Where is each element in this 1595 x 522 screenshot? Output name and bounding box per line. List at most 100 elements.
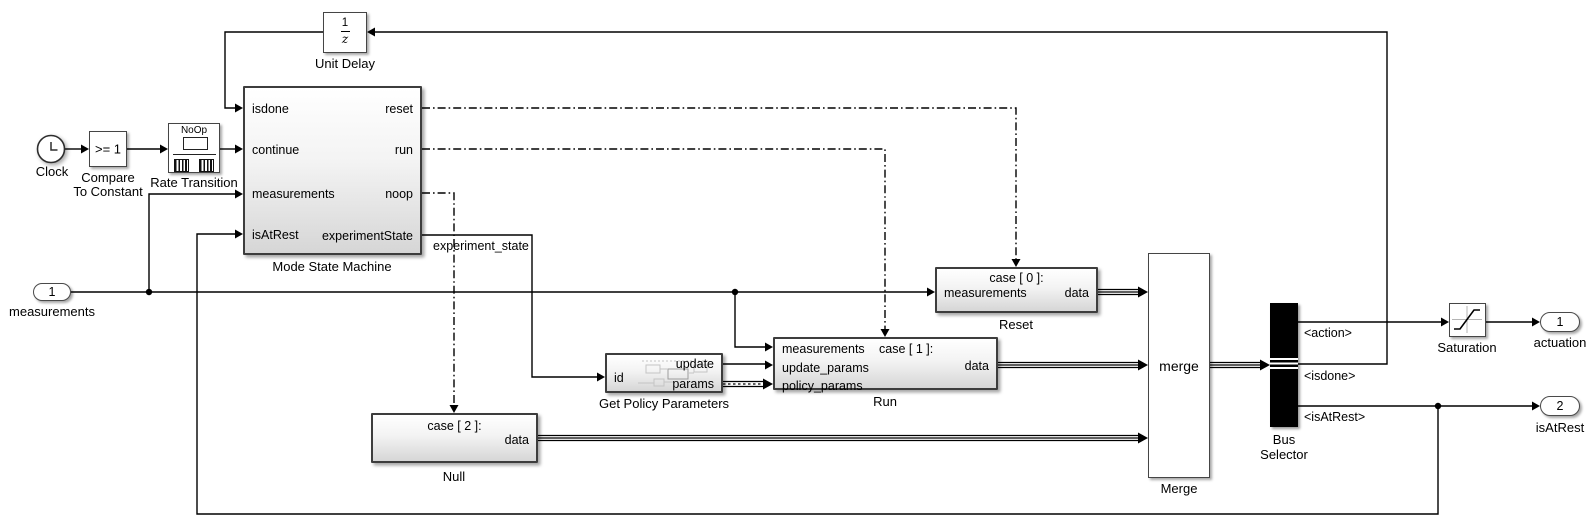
block-saturation[interactable] [1449, 303, 1486, 337]
saturation-label: Saturation [1437, 340, 1497, 355]
reset-outport-data: data [1064, 286, 1089, 300]
mode-state-machine-label: Mode State Machine [272, 259, 392, 274]
block-run[interactable]: measurements case [ 1 ]: update_params p… [773, 337, 998, 393]
msm-outport-noop: noop [385, 187, 413, 201]
wire-update-to-run[interactable] [723, 360, 773, 370]
wire-measurements-branch-to-msm[interactable] [148, 189, 243, 293]
gpp-outport-update: update [675, 357, 714, 371]
inport-measurements[interactable]: 1 [33, 283, 71, 301]
merge-text: merge [1159, 357, 1199, 374]
bus-selector-label-line1: Bus [1272, 432, 1296, 447]
block-get-policy-parameters[interactable]: id update params [605, 353, 723, 393]
rate-transition-buffer-icon [183, 137, 208, 150]
unit-delay-denominator: z [341, 32, 349, 47]
block-reset[interactable]: case [ 0 ]: measurements data [935, 267, 1098, 313]
block-rate-transition[interactable]: NoOp [168, 123, 220, 173]
wire-clock-to-compare[interactable] [65, 144, 89, 154]
gpp-inport-id: id [614, 371, 624, 385]
compare-label-line1: Compare [81, 170, 135, 185]
null-case-label: case [ 2 ]: [427, 419, 482, 433]
outport-actuation[interactable]: 1 [1540, 312, 1580, 332]
outport-isatrest[interactable]: 2 [1540, 396, 1580, 416]
outport-actuation-number: 1 [1556, 315, 1564, 329]
unit-delay-label: Unit Delay [315, 56, 375, 71]
null-label: Null [442, 469, 466, 484]
reset-case-label: case [ 0 ]: [989, 271, 1044, 285]
wire-action-to-saturation[interactable] [1298, 317, 1449, 327]
wire-compare-to-rate-transition[interactable] [127, 144, 168, 154]
block-unit-delay[interactable]: 1 z [323, 12, 367, 53]
block-bus-selector[interactable] [1270, 303, 1298, 427]
inport-measurements-label: measurements [9, 304, 95, 319]
policy-parameters-icon [638, 360, 710, 387]
bus-signal-isdone: <isdone> [1304, 369, 1356, 383]
block-clock[interactable] [34, 132, 70, 168]
run-case-label: case [ 1 ]: [879, 342, 934, 356]
block-compare-to-constant[interactable]: >= 1 [89, 131, 127, 167]
block-merge[interactable]: merge [1148, 253, 1210, 478]
block-null[interactable]: case [ 2 ]: data [371, 413, 538, 463]
block-mode-state-machine[interactable]: isdone continue measurements isAtRest re… [243, 86, 422, 255]
msm-inport-continue: continue [252, 143, 300, 157]
outport-actuation-label: actuation [1533, 335, 1587, 350]
wire-params-to-policy-params[interactable] [723, 378, 773, 390]
msm-outport-run: run [394, 143, 413, 157]
get-policy-parameters-label: Get Policy Parameters [598, 396, 730, 411]
unit-delay-icon: 1 z [324, 17, 366, 45]
outport-isatrest-number: 2 [1556, 399, 1564, 413]
wire-rate-transition-to-continue[interactable] [220, 144, 243, 154]
saturation-icon [1452, 306, 1482, 333]
run-inport-policy-params: policy_params [782, 379, 863, 393]
msm-inport-measurements: measurements [252, 187, 335, 201]
wire-run-data-to-merge[interactable] [998, 359, 1148, 371]
fraction-bar [340, 30, 350, 32]
wire-isdone-feedback-to-unit-delay[interactable] [367, 27, 1388, 365]
run-inport-measurements: measurements [782, 342, 865, 356]
msm-inport-isatrest: isAtRest [252, 228, 299, 242]
wire-measurements-branch-to-run[interactable] [734, 292, 773, 352]
compare-label-line2: To Constant [73, 184, 143, 199]
wire-noop-control[interactable] [422, 192, 455, 405]
run-label: Run [873, 394, 897, 409]
wire-measurements-main[interactable] [71, 287, 935, 297]
rate-transition-mode-label: NoOp [180, 125, 208, 136]
msm-inport-isdone: isdone [252, 102, 289, 116]
wire-unit-delay-to-isdone[interactable] [224, 31, 323, 113]
unit-delay-numerator: 1 [341, 17, 349, 29]
run-inport-update-params: update_params [782, 361, 869, 375]
inport-measurements-number: 1 [48, 285, 56, 299]
gpp-outport-params: params [672, 377, 714, 391]
rate-transition-divider-icon [173, 154, 216, 156]
clock-label: Clock [35, 164, 69, 179]
run-outport-data: data [964, 359, 989, 373]
wire-reset-control[interactable] [422, 107, 1017, 259]
signal-label-experiment-state[interactable]: experiment_state [433, 239, 529, 253]
wire-run-control[interactable] [422, 148, 886, 329]
noop-control-arrow [449, 405, 459, 413]
wire-reset-data-to-merge[interactable] [1098, 286, 1148, 298]
bus-signal-action: <action> [1304, 326, 1352, 340]
run-control-arrow [880, 329, 890, 337]
rate-transition-clock2-icon [199, 159, 214, 172]
null-outport-data: data [504, 433, 529, 447]
reset-inport-measurements: measurements [944, 286, 1027, 300]
wire-isatrest-to-outport[interactable] [1298, 401, 1540, 411]
msm-outport-reset: reset [385, 102, 413, 116]
rate-transition-label: Rate Transition [150, 175, 238, 190]
wire-saturation-to-actuation[interactable] [1486, 317, 1540, 327]
wire-experiment-state[interactable] [422, 234, 605, 382]
wire-merge-to-bus-selector[interactable] [1210, 359, 1270, 371]
merge-label: Merge [1160, 481, 1198, 496]
reset-label: Reset [999, 317, 1033, 332]
clock-hands-icon [50, 142, 58, 151]
wire-null-data-to-merge[interactable] [538, 432, 1148, 444]
reset-control-arrow [1011, 259, 1021, 267]
bus-selector-label-line2: Selector [1260, 447, 1308, 462]
wire-isatrest-feedback[interactable] [196, 229, 1439, 515]
bus-signal-isatrest: <isAtRest> [1304, 410, 1366, 424]
msm-outport-experimentstate: experimentState [321, 229, 413, 243]
rate-transition-clock1-icon [174, 159, 189, 172]
outport-isatrest-label: isAtRest [1535, 420, 1585, 435]
